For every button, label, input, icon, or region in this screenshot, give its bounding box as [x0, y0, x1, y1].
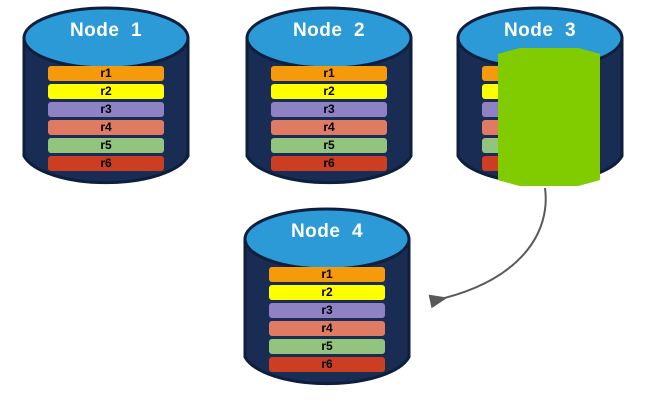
record-bar: r5: [271, 138, 387, 153]
record-bar: r6: [482, 156, 598, 171]
record-list-2: r1 r2 r3 r4 r5 r6: [271, 66, 387, 174]
record-list-1: r1 r2 r3 r4 r5 r6: [48, 66, 164, 174]
record-bar: r5: [48, 138, 164, 153]
record-bar: r6: [269, 357, 385, 372]
record-bar: r3: [271, 102, 387, 117]
record-bar: r2: [269, 285, 385, 300]
record-bar: r1: [269, 267, 385, 282]
record-bar: r6: [48, 156, 164, 171]
record-bar: r4: [271, 120, 387, 135]
record-bar: r6: [271, 156, 387, 171]
record-bar: r3: [269, 303, 385, 318]
record-list-3: r1 r2 r3 r4 r5 r6: [482, 66, 598, 174]
record-bar: r3: [482, 102, 598, 117]
record-bar: r2: [482, 84, 598, 99]
record-bar: r5: [269, 339, 385, 354]
record-bar: r1: [48, 66, 164, 81]
record-bar: r2: [271, 84, 387, 99]
record-bar: r4: [269, 321, 385, 336]
record-bar: r2: [48, 84, 164, 99]
record-bar: r3: [48, 102, 164, 117]
record-bar: r4: [48, 120, 164, 135]
record-bar: r5: [482, 138, 598, 153]
record-bar: r4: [482, 120, 598, 135]
record-bar: r1: [482, 66, 598, 81]
record-list-4: r1 r2 r3 r4 r5 r6: [269, 267, 385, 375]
record-bar: r1: [271, 66, 387, 81]
